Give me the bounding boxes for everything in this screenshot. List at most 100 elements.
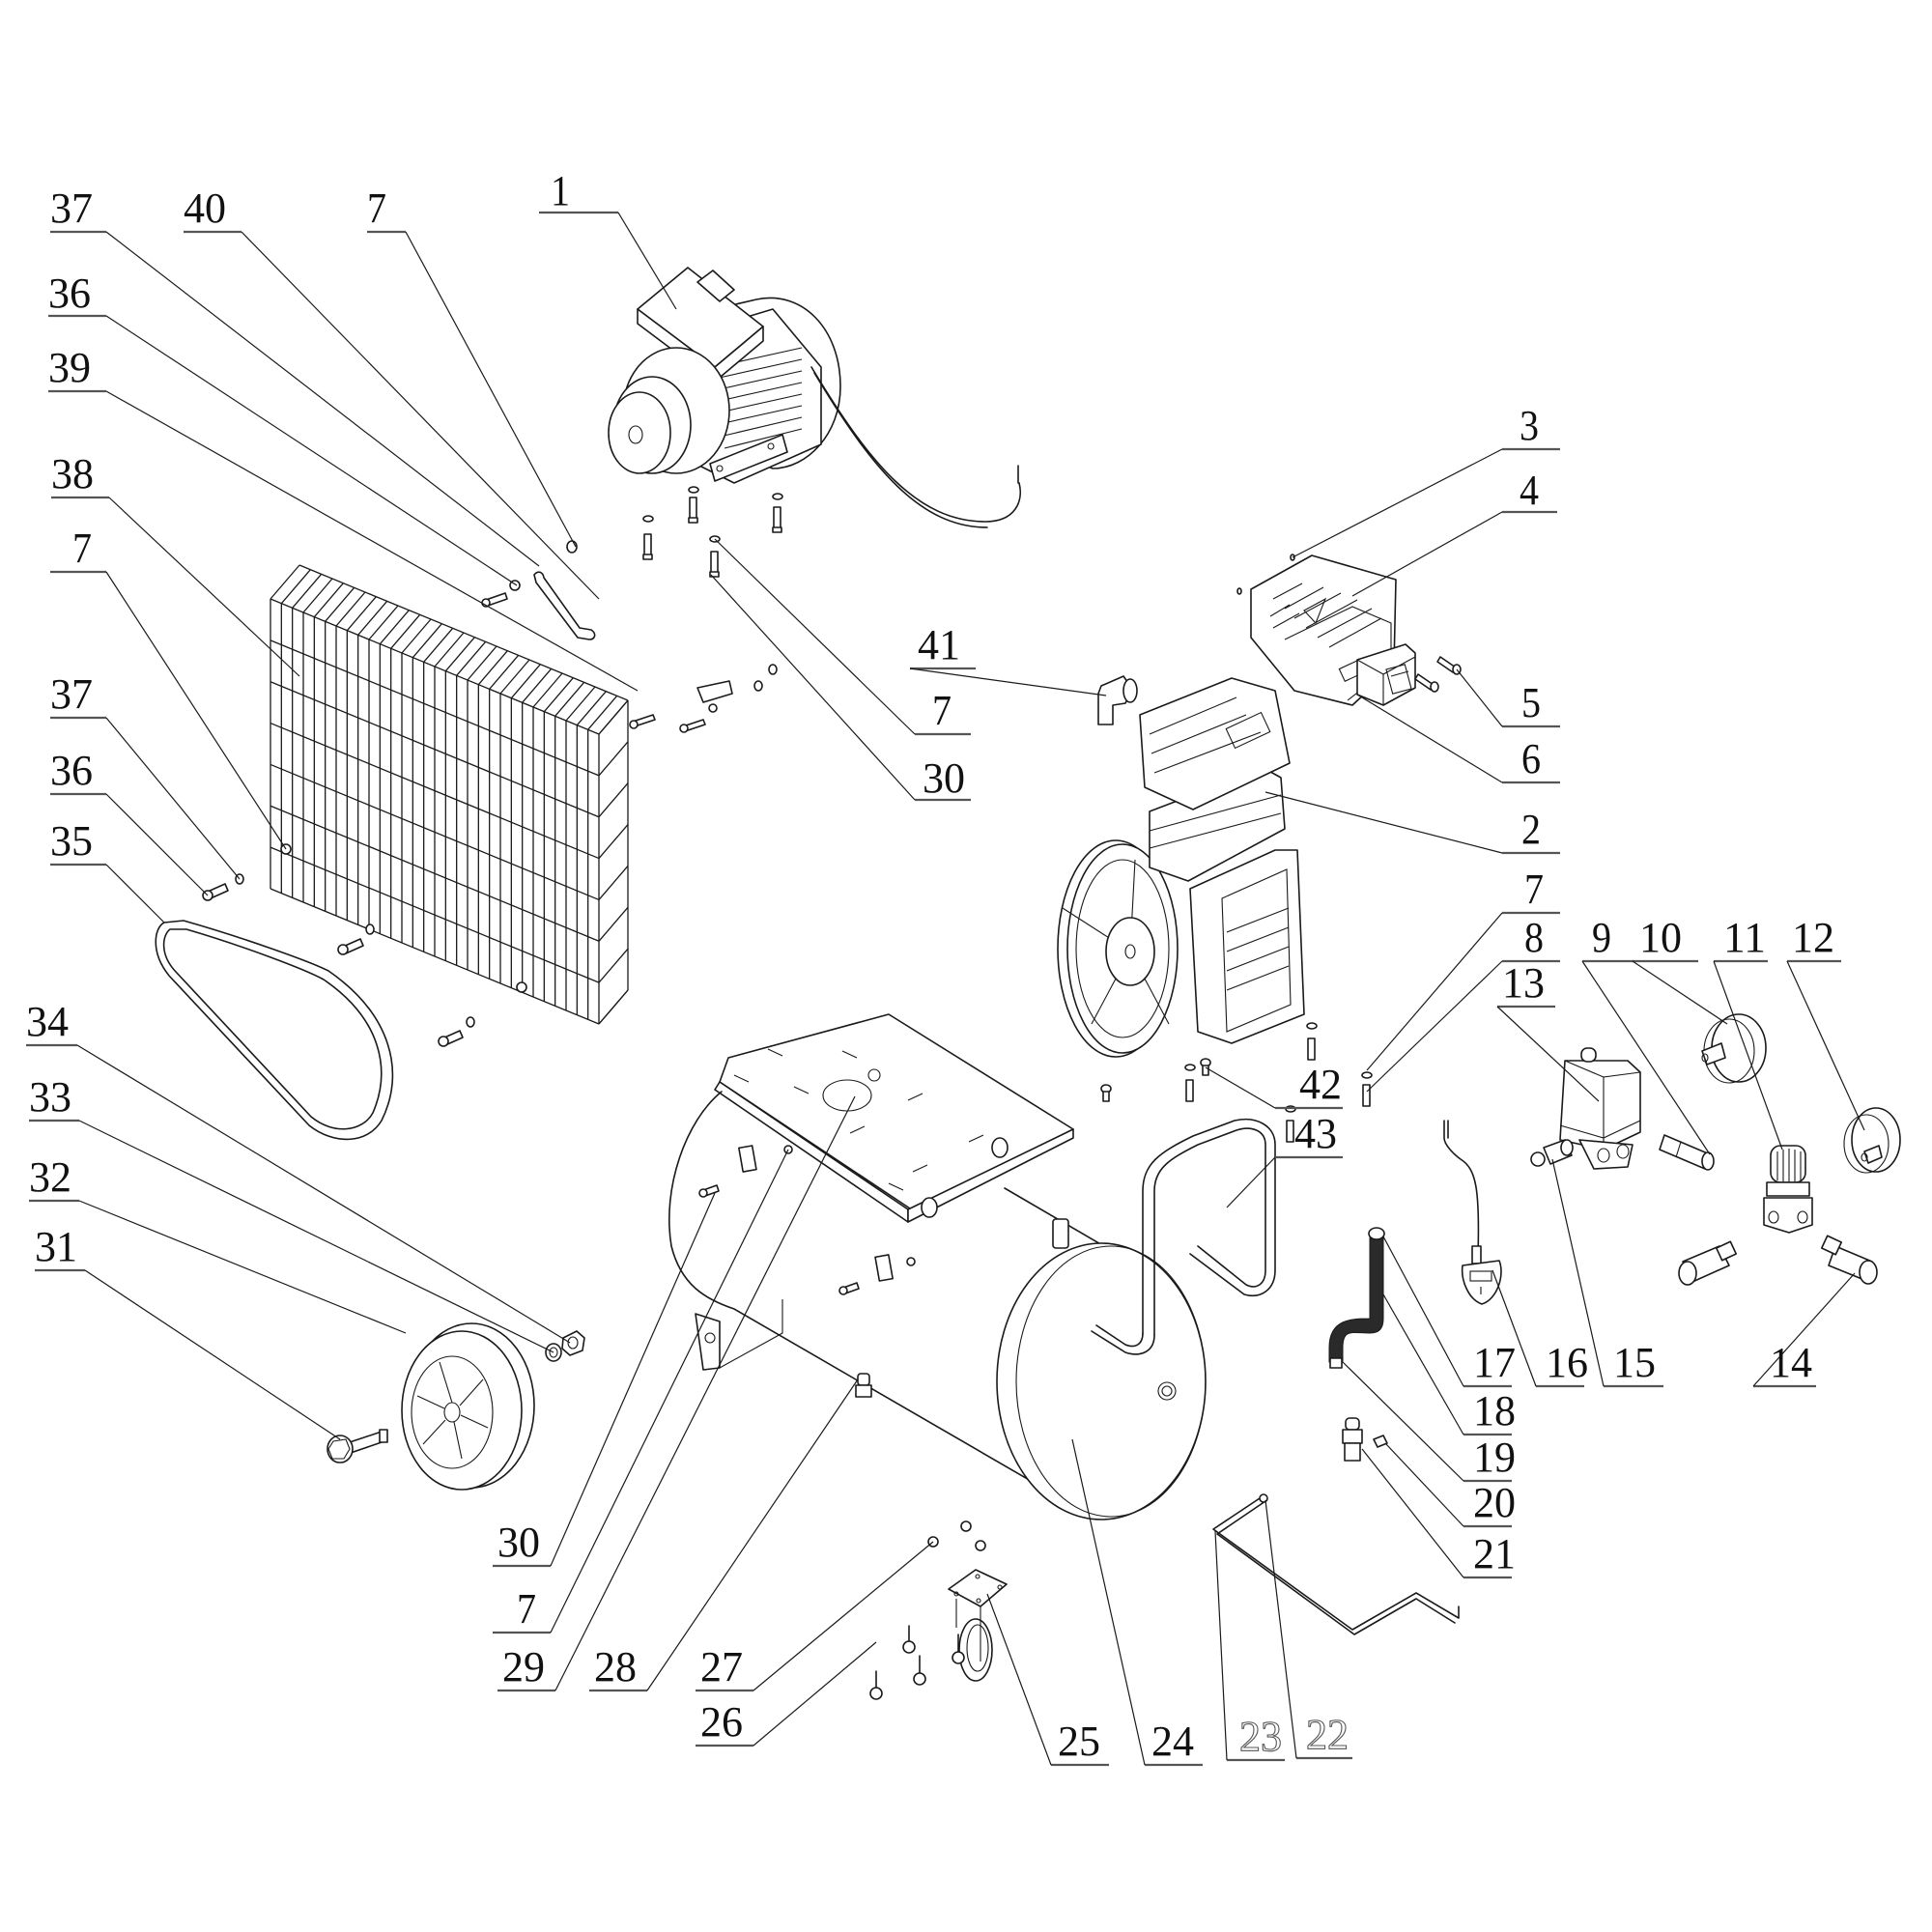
callout-number: 11 [1723, 914, 1766, 961]
callout-leader-line [554, 1095, 856, 1691]
callout-number: 40 [184, 185, 226, 232]
callout-6: 6 [1356, 694, 1560, 784]
callout-number: 28 [594, 1643, 637, 1690]
callout-leader-line [1361, 1448, 1464, 1578]
callout-25: 25 [986, 1593, 1109, 1767]
air-tank [668, 1091, 1207, 1520]
wheel-axle-bolt [327, 1429, 388, 1463]
callout-7: 7 [493, 1149, 789, 1634]
callout-29: 29 [497, 1095, 856, 1692]
callout-number: 36 [48, 270, 91, 317]
callout-20: 20 [1385, 1443, 1516, 1528]
callout-leader-line [753, 1641, 877, 1747]
callout-leader-line [1492, 1269, 1537, 1387]
callout-leader-line [986, 1593, 1052, 1766]
callout-leader-line [1214, 1530, 1228, 1761]
callout-number: 38 [51, 450, 94, 497]
callout-number: 22 [1306, 1711, 1349, 1758]
callout-leader-line [405, 231, 577, 548]
callout-18: 18 [1382, 1293, 1516, 1436]
callout-number: 29 [502, 1643, 545, 1690]
callout-leader-line [909, 668, 1107, 696]
callout-8: 8 [1366, 914, 1560, 1093]
callout-number: 2 [1521, 806, 1541, 853]
callout-27: 27 [696, 1541, 934, 1692]
power-plug [1443, 1120, 1502, 1305]
callout-30: 30 [493, 1192, 716, 1568]
callout-leader-line [108, 497, 300, 677]
callout-leader-line [1752, 1272, 1856, 1387]
callout-leader-line [1632, 960, 1728, 1025]
callout-42: 42 [1205, 1061, 1343, 1110]
quick-coupler [1820, 1235, 1878, 1285]
callout-number: 27 [700, 1643, 743, 1690]
callout-number: 30 [497, 1519, 540, 1566]
filter-screws [1414, 656, 1462, 693]
callout-36: 36 [48, 270, 518, 586]
callout-number: 7 [517, 1585, 536, 1633]
callout-5: 5 [1456, 668, 1560, 728]
callout-leader-line [1496, 1006, 1600, 1102]
callout-leader-line [105, 315, 518, 586]
callout-leader-line [1581, 960, 1711, 1155]
callout-leader-line [1071, 1438, 1146, 1766]
callout-leader-line [1713, 960, 1783, 1151]
callout-leader-line [1786, 960, 1865, 1131]
callout-12: 12 [1786, 914, 1865, 1131]
motor-mounting-bolts [642, 486, 783, 578]
callout-leader-line [1382, 1236, 1464, 1387]
callout-3: 3 [1292, 402, 1560, 558]
callout-4: 4 [1351, 467, 1557, 597]
callout-number: 34 [26, 998, 69, 1045]
callout-19: 19 [1342, 1361, 1516, 1483]
callout-17: 17 [1382, 1236, 1516, 1388]
callout-leader-line [646, 1378, 859, 1691]
callout-number: 36 [50, 747, 93, 794]
callout-leader-line [1292, 448, 1503, 558]
callout-leader-line [76, 1044, 571, 1344]
castor-nuts [927, 1520, 986, 1551]
callout-43: 43 [1226, 1110, 1343, 1208]
callout-leader-line [1205, 1066, 1276, 1109]
callout-leader-line [1456, 668, 1503, 727]
electric-motor [608, 267, 1021, 528]
callout-number: 37 [50, 670, 93, 718]
wheel-nut [561, 1330, 585, 1356]
callout-number: 7 [1524, 866, 1544, 913]
nipple-fitting [1659, 1134, 1715, 1171]
callout-leader-line [84, 1269, 341, 1440]
callout-26: 26 [696, 1641, 877, 1747]
pressure-gauge [1843, 1107, 1901, 1174]
callout-11: 11 [1713, 914, 1783, 1151]
quick-coupler [1678, 1240, 1738, 1286]
callout-number: 7 [367, 185, 386, 232]
callout-leader-line [710, 574, 916, 801]
compressor-pump [1057, 677, 1373, 1143]
callout-leader-line [1382, 1293, 1464, 1435]
callout-leader-line [1226, 1156, 1276, 1208]
callout-number: 42 [1299, 1061, 1342, 1108]
check-valve [1342, 1417, 1363, 1462]
callout-number: 21 [1473, 1530, 1516, 1577]
callout-7: 7 [1366, 866, 1560, 1071]
castor-bolts [869, 1625, 965, 1700]
callout-28: 28 [589, 1378, 859, 1692]
callout-number: 18 [1473, 1387, 1516, 1435]
callout-number: 7 [932, 687, 952, 734]
callout-number: 10 [1639, 914, 1682, 961]
callout-leader-line [550, 1149, 789, 1634]
callout-2: 2 [1264, 791, 1560, 855]
callout-leader-line [617, 212, 677, 310]
callout-leader-line [1356, 694, 1503, 783]
callout-39: 39 [48, 344, 639, 692]
callout-number: 5 [1521, 679, 1541, 726]
belt-guard-hardware [481, 540, 778, 733]
callout-35: 35 [50, 817, 165, 923]
callout-leader-line [1264, 791, 1503, 854]
callout-number: 23 [1239, 1713, 1282, 1760]
handle-screws [1100, 1058, 1211, 1102]
callout-leader-line [1385, 1443, 1464, 1527]
callout-14: 14 [1752, 1272, 1856, 1388]
callout-number: 3 [1520, 402, 1539, 449]
callout-10: 10 [1632, 914, 1728, 1025]
